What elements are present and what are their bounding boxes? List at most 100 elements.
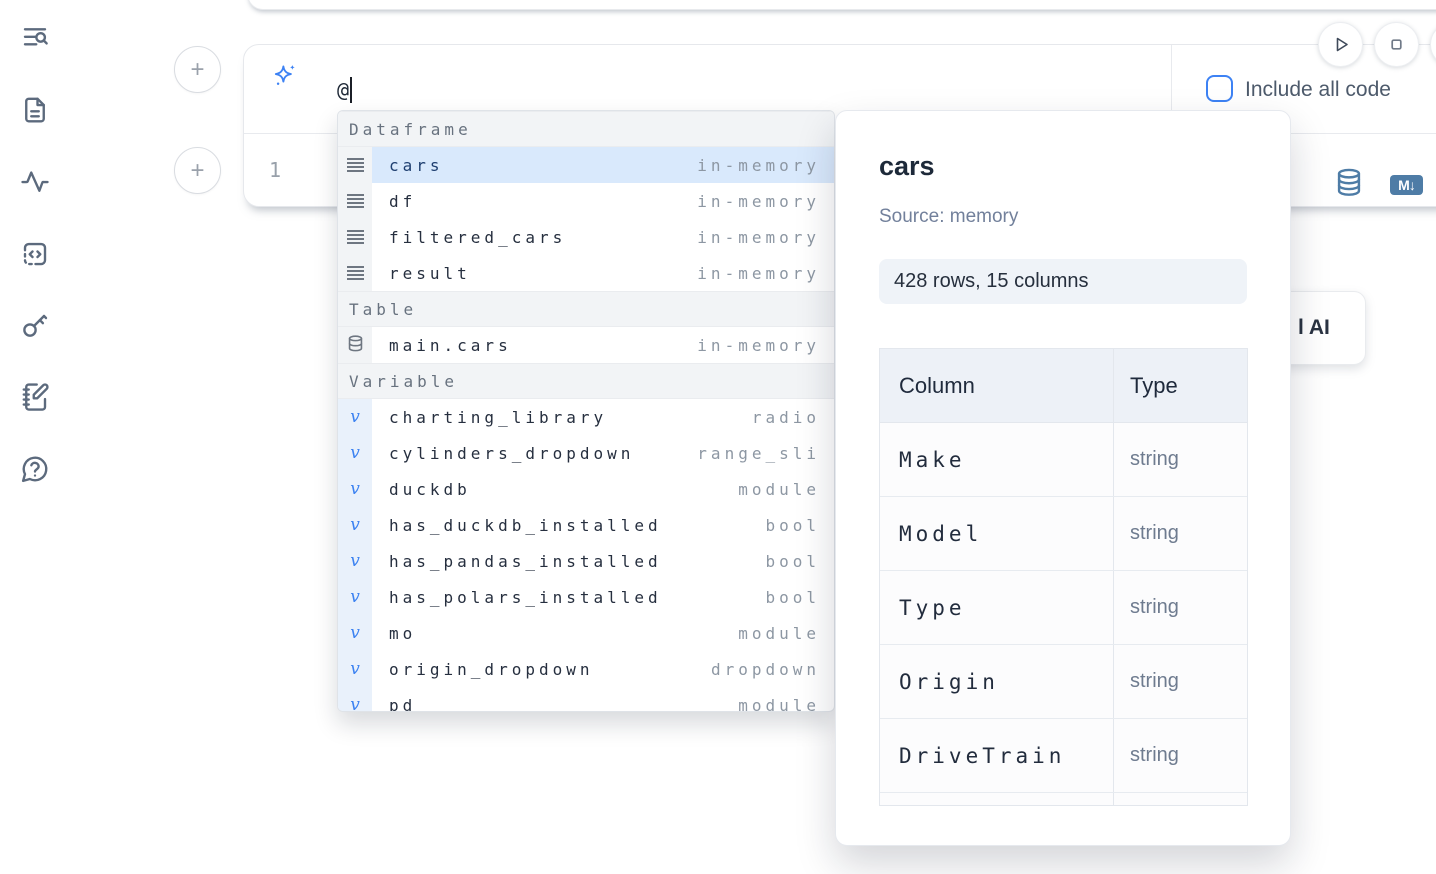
dataframe-detail-popup: cars Source: memory 428 rows, 15 columns… [835, 110, 1291, 846]
item-name: origin_dropdown [389, 659, 594, 679]
column-name: Make [899, 447, 966, 472]
schema-table-row: Type string [880, 571, 1247, 645]
column-type: string [1130, 744, 1179, 766]
item-name: main.cars [389, 335, 512, 355]
autocomplete-item[interactable]: v origin_dropdown dropdown [338, 651, 834, 687]
prompt-value: @ [337, 77, 350, 102]
column-name: Model [899, 521, 983, 546]
item-kind-badge: bool [765, 515, 820, 535]
item-kind-badge: range_sli [697, 443, 820, 463]
item-kind-badge: in-memory [697, 227, 820, 247]
column-name: Origin [899, 669, 999, 694]
autocomplete-item[interactable]: cars in-memory [338, 147, 834, 183]
item-kind-badge: radio [751, 407, 820, 427]
item-name: has_duckdb_installed [389, 515, 662, 535]
schema-table-row: DriveTrain string [880, 719, 1247, 793]
item-kind-badge: in-memory [697, 335, 820, 355]
autocomplete-section-header: Variable [338, 363, 834, 399]
text-cursor [350, 76, 353, 103]
table-database-icon [347, 334, 364, 356]
item-name: duckdb [389, 479, 471, 499]
database-icon[interactable] [1335, 167, 1363, 199]
add-cell-above-button[interactable]: + [174, 46, 221, 93]
dataframe-rows-icon [346, 194, 364, 208]
variable-icon: v [350, 695, 360, 712]
autocomplete-item[interactable]: v duckdb module [338, 471, 834, 507]
autocomplete-item[interactable]: v has_polars_installed bool [338, 579, 834, 615]
help-circle-icon[interactable] [20, 454, 50, 484]
item-kind-badge: bool [765, 551, 820, 571]
schema-table-row [880, 793, 1247, 805]
column-type: string [1130, 522, 1179, 544]
column-type: string [1130, 596, 1179, 618]
item-name: has_polars_installed [389, 587, 662, 607]
text-search-icon[interactable] [20, 23, 50, 53]
run-cell-button[interactable] [1318, 22, 1363, 67]
include-all-code-checkbox[interactable] [1206, 75, 1233, 102]
dataframe-rows-icon [346, 266, 364, 280]
item-kind-badge: bool [765, 587, 820, 607]
item-name: mo [389, 623, 417, 643]
ai-prompt-input[interactable]: @ [337, 45, 353, 134]
schema-table-row: Make string [880, 423, 1247, 497]
column-header: Column [880, 349, 1114, 422]
column-type: string [1130, 670, 1179, 692]
dataframe-rows-icon [346, 158, 364, 172]
item-kind-badge: in-memory [697, 263, 820, 283]
key-icon[interactable] [20, 310, 50, 340]
schema-table: Column Type Make string Model string [879, 348, 1248, 806]
item-kind-badge: module [738, 479, 820, 499]
column-name: Type [899, 595, 966, 620]
autocomplete-item[interactable]: v mo module [338, 615, 834, 651]
add-cell-below-button[interactable]: + [174, 147, 221, 194]
variable-icon: v [350, 623, 360, 643]
autocomplete-item[interactable]: result in-memory [338, 255, 834, 291]
autocomplete-item[interactable]: df in-memory [338, 183, 834, 219]
popup-source: Source: memory [879, 206, 1019, 227]
schema-table-header: Column Type [880, 349, 1247, 423]
popup-title: cars [879, 151, 935, 181]
variable-icon: v [350, 587, 360, 607]
stop-button[interactable] [1374, 22, 1419, 67]
variable-icon: v [350, 515, 360, 535]
play-icon [1336, 37, 1348, 52]
left-sidebar [0, 0, 72, 874]
variable-icon: v [350, 479, 360, 499]
autocomplete-item[interactable]: v pd module [338, 687, 834, 712]
autocomplete-item[interactable]: v charting_library radio [338, 399, 834, 435]
previous-cell-edge [247, 0, 1436, 10]
autocomplete-dropdown: Dataframe cars in-memory [337, 110, 835, 712]
activity-icon[interactable] [20, 167, 50, 197]
autocomplete-item[interactable]: filtered_cars in-memory [338, 219, 834, 255]
prompt-divider [1171, 45, 1172, 133]
variable-icon: v [350, 551, 360, 571]
item-name: result [389, 263, 471, 283]
item-name: cylinders_dropdown [389, 443, 635, 463]
shape-badge: 428 rows, 15 columns [879, 259, 1247, 304]
autocomplete-item[interactable]: main.cars in-memory [338, 327, 834, 363]
item-kind-badge: module [738, 623, 820, 643]
type-header: Type [1130, 372, 1178, 398]
schema-table-row: Model string [880, 497, 1247, 571]
markdown-export-icon[interactable]: M↓ [1390, 175, 1423, 195]
code-square-icon[interactable] [20, 239, 50, 269]
item-kind-badge: in-memory [697, 155, 820, 175]
autocomplete-section-header: Table [338, 291, 834, 327]
notebook-pen-icon[interactable] [20, 382, 50, 412]
code-editor-row[interactable]: 1 M↓ [244, 134, 1436, 206]
item-name: charting_library [389, 407, 608, 427]
column-type: string [1130, 448, 1179, 470]
item-name: df [389, 191, 417, 211]
autocomplete-item[interactable]: v cylinders_dropdown range_sli [338, 435, 834, 471]
sparkles-icon [271, 62, 298, 89]
item-kind-badge: module [738, 695, 820, 712]
item-kind-badge: in-memory [697, 191, 820, 211]
include-all-code-label: Include all code [1245, 77, 1391, 101]
autocomplete-item[interactable]: v has_pandas_installed bool [338, 543, 834, 579]
item-kind-badge: dropdown [710, 659, 820, 679]
item-name: pd [389, 695, 417, 712]
file-text-icon[interactable] [20, 95, 50, 125]
dataframe-rows-icon [346, 230, 364, 244]
autocomplete-item[interactable]: v has_duckdb_installed bool [338, 507, 834, 543]
